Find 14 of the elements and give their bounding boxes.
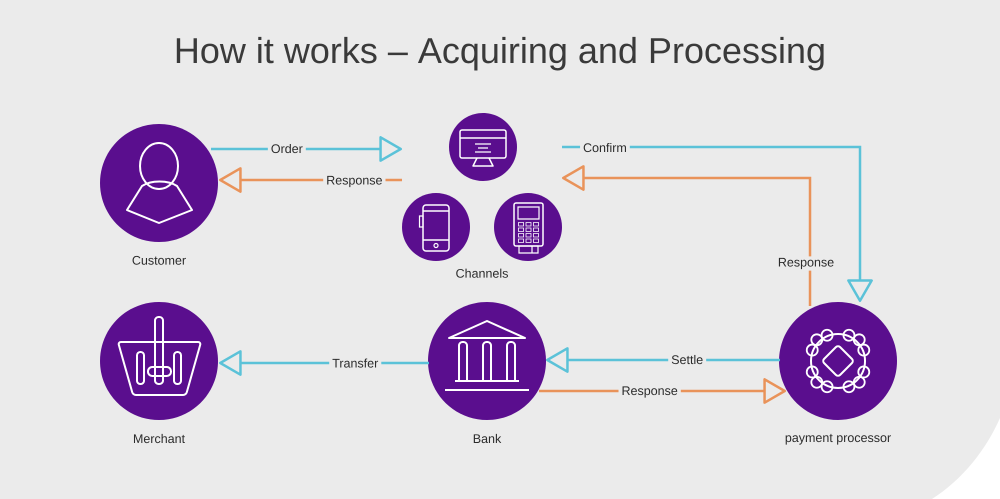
title: How it works – Acquiring and Processing: [176, 36, 824, 70]
circle-node: Merchant: [100, 302, 218, 444]
edge-label: Settle: [668, 353, 706, 366]
node-label: Channels: [456, 268, 508, 278]
edge-label: Response: [323, 174, 386, 189]
edge-label: Response: [774, 256, 838, 271]
edge-label: Transfer: [329, 356, 382, 370]
arrow: [562, 165, 812, 306]
edge-label: Response: [618, 384, 681, 400]
circle-node: Bank: [428, 302, 546, 444]
circle-node: payment processor: [779, 302, 897, 445]
edge-label: Confirm: [580, 141, 630, 154]
circle-node: Customer: [100, 124, 218, 265]
arrow: [562, 146, 873, 302]
